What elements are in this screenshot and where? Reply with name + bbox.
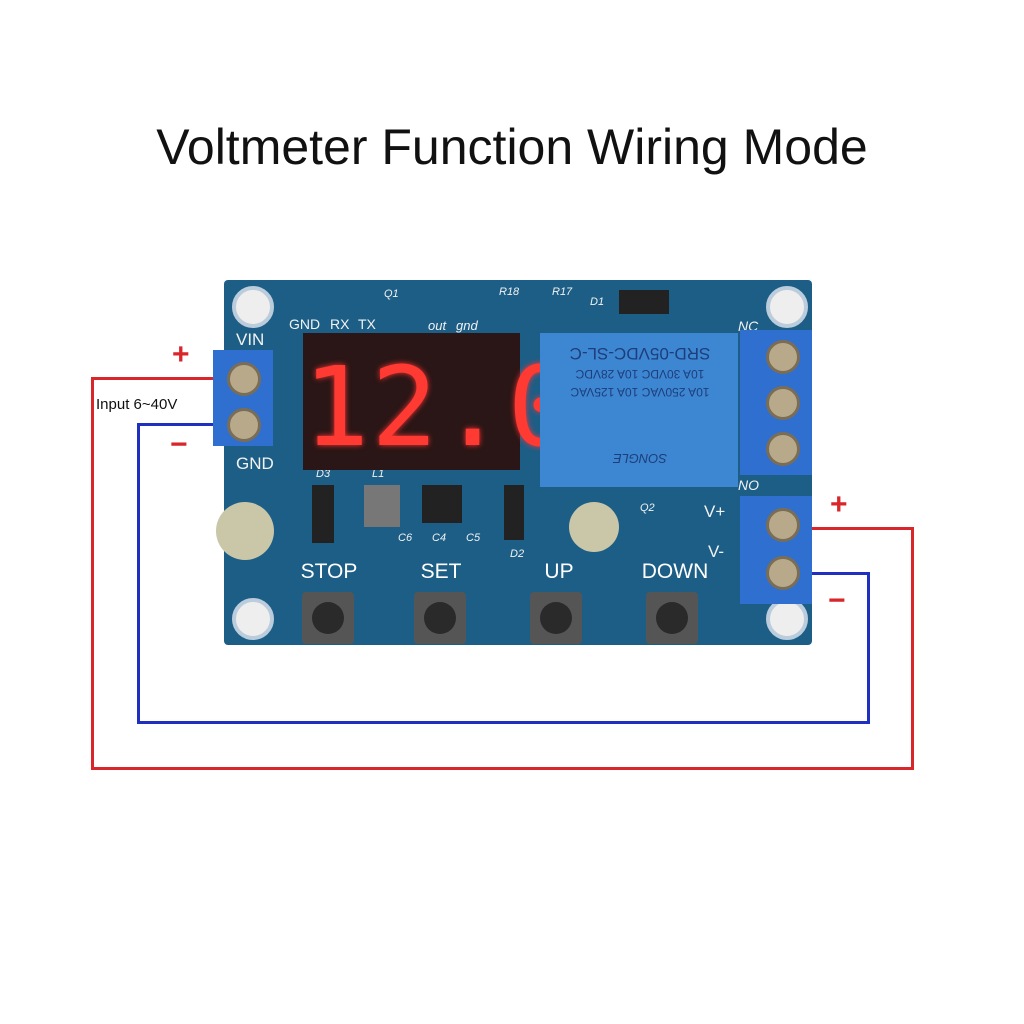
c4-label: C4	[432, 532, 447, 544]
relay-terminal-block	[740, 330, 812, 475]
buzzer	[569, 502, 619, 552]
no-screw[interactable]	[766, 432, 800, 466]
vplus-label: V+	[704, 502, 726, 521]
vminus-label: V-	[708, 542, 725, 561]
diode-d2	[504, 485, 524, 540]
down-button[interactable]	[646, 592, 698, 644]
relay-brand: SONGLE	[612, 451, 668, 466]
negative-wire	[867, 572, 870, 724]
nc-screw[interactable]	[766, 340, 800, 374]
positive-wire-right	[805, 527, 913, 530]
gnd-screw[interactable]	[227, 408, 261, 442]
mount-hole	[766, 598, 808, 640]
stop-label: STOP	[300, 560, 358, 583]
relay-rating-1: 10A 30VDC 10A 28VDC	[575, 367, 705, 381]
relay: SRD-05VDC-SL-C 10A 30VDC 10A 28VDC 10A 2…	[540, 333, 738, 487]
up-label: UP	[544, 560, 574, 583]
r18-label: R18	[499, 286, 520, 298]
gnd-label: GND	[236, 454, 274, 473]
c6-label: C6	[398, 532, 413, 544]
input-plus-sign: +	[172, 338, 190, 371]
input-minus-sign: −	[170, 428, 188, 461]
diagram-title: Voltmeter Function Wiring Mode	[156, 119, 868, 175]
header-label-rx: RX	[330, 316, 350, 332]
com-screw[interactable]	[766, 386, 800, 420]
mount-hole	[232, 286, 274, 328]
out-label: out	[428, 318, 447, 333]
negative-wire	[137, 721, 870, 724]
q1-label: Q1	[384, 288, 399, 300]
set-label: SET	[420, 560, 462, 583]
mount-hole	[232, 598, 274, 640]
d3-label: D3	[316, 468, 331, 480]
d2-label: D2	[510, 548, 525, 560]
diode-d1	[619, 290, 669, 314]
positive-wire	[91, 377, 94, 770]
vin-screw[interactable]	[227, 362, 261, 396]
out-gnd-label: gnd	[456, 318, 478, 333]
input-voltage-label: Input 6~40V	[96, 396, 178, 413]
led-display: 12.0	[303, 333, 576, 471]
inductor-l1	[364, 485, 400, 527]
output-minus-sign: −	[828, 584, 846, 617]
up-button[interactable]	[530, 592, 582, 644]
negative-wire	[137, 423, 140, 724]
header-label-gnd: GND	[289, 316, 321, 332]
stop-button[interactable]	[302, 592, 354, 644]
d1-label: D1	[590, 296, 605, 308]
negative-wire-right	[805, 572, 869, 575]
set-button[interactable]	[414, 592, 466, 644]
vplus-screw[interactable]	[766, 508, 800, 542]
positive-wire-left	[92, 377, 216, 380]
ic-chip	[422, 485, 462, 523]
c5-label: C5	[466, 532, 481, 544]
relay-rating-2: 10A 250VAC 10A 125VAC	[570, 385, 710, 399]
vin-label: VIN	[236, 330, 265, 349]
vminus-screw[interactable]	[766, 556, 800, 590]
q2-label: Q2	[640, 502, 655, 514]
positive-wire	[91, 767, 914, 770]
mount-hole	[766, 286, 808, 328]
down-label: DOWN	[641, 560, 709, 583]
relay-model: SRD-05VDC-SL-C	[569, 344, 711, 363]
header-label-tx: TX	[358, 316, 376, 332]
negative-wire-left	[138, 423, 216, 426]
voltage-sense-terminal-block	[740, 496, 812, 604]
positive-wire	[911, 527, 914, 770]
input-terminal-block	[213, 350, 273, 446]
output-plus-sign: +	[830, 488, 848, 521]
r17-label: R17	[552, 286, 573, 298]
display-value: 12.0	[303, 343, 576, 471]
diode-d3	[312, 485, 334, 543]
capacitor	[216, 502, 274, 560]
l1-label: L1	[372, 468, 385, 480]
no-label: NO	[738, 477, 759, 493]
